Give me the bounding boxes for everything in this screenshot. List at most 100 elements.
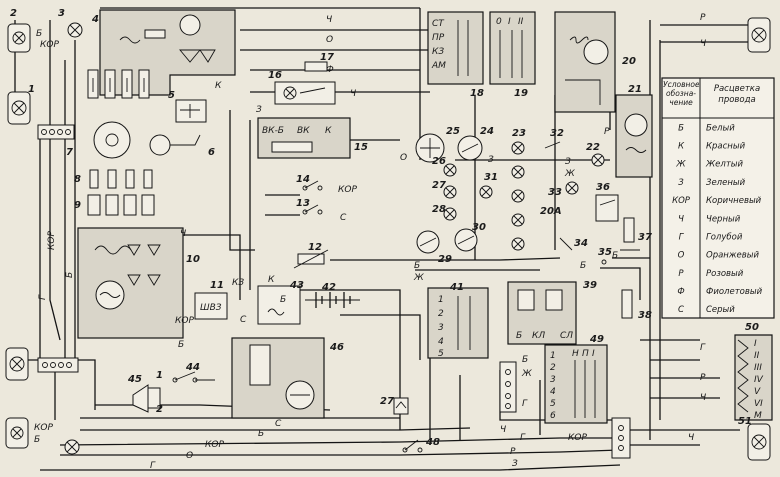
wire-label: КОР [205,440,224,450]
wire-label: Б [522,355,528,365]
wire-label: Б [258,429,264,439]
lamp-33: 33 [548,181,579,198]
relay-39: Б КЛ СЛ 39 [507,280,597,345]
wire-label: О [400,153,407,163]
b49-2: 2 [550,363,556,373]
svg-text:2: 2 [10,8,17,19]
legend-header-code: Условное обозна-чение [663,80,699,107]
svg-text:15: 15 [354,142,368,153]
b50-III: III [754,363,762,373]
svg-text:1: 1 [156,370,163,381]
svg-text:33: 33 [548,187,562,198]
block-41: 1 2 3 4 5 41 [427,282,489,359]
svg-text:46: 46 [329,342,344,353]
svg-text:5: 5 [168,90,175,101]
legend-header-color: Расцветка провода [713,84,761,105]
wire-label: С [340,213,347,223]
wire-label: КОР [34,423,53,433]
sensor-12: 12 [293,242,329,269]
svg-text:18: 18 [470,88,484,99]
svg-text:30: 30 [472,222,486,233]
gauge-24: 24 [457,126,494,161]
b49-5: 5 [550,399,556,409]
relay43-t1: КЗ [232,278,244,288]
sw19-pos0: 0 [496,17,502,27]
legend-color: Красный [706,142,746,152]
b49-3: 3 [550,375,556,385]
svg-text:2: 2 [156,404,163,415]
relay15-t2: ВК [297,126,310,136]
wire-label: Б [65,272,75,278]
svg-text:37: 37 [638,232,652,243]
wire-label: Б [580,261,586,271]
svg-text:4: 4 [91,14,99,25]
b49-1: 1 [550,351,556,361]
svg-text:27: 27 [380,396,394,407]
svg-text:8: 8 [74,174,81,185]
wire-label: Б [612,251,618,261]
wire-label: Б [414,261,420,271]
wire-label: К [215,81,222,91]
lamp-right-51: 51 [738,416,771,461]
horn-45: 45 1 2 [127,370,163,415]
wire-label: Ф [326,65,334,75]
svg-text:39: 39 [583,280,597,291]
wire-label: Ч [350,89,356,99]
b41-2: 2 [438,309,444,319]
wiper-motor-20: 20 [554,11,636,113]
b41-3: 3 [438,323,444,333]
b49-6: 6 [550,411,556,421]
svg-text:25: 25 [446,126,460,137]
svg-text:14: 14 [296,174,310,185]
wire-label: Ч [500,425,506,435]
relay18-t4: АМ [431,61,446,71]
legend-code: К [678,142,685,152]
fuse-box-11: ШВЗ 11 КОР Б [175,280,228,350]
wire-label: Г [522,399,528,409]
generator-10: 10 Ч [77,227,200,339]
legend-code: Ч [678,214,684,224]
legend-code: Г [679,232,685,242]
svg-text:19: 19 [514,88,528,99]
switch-48: 48 [402,437,440,453]
wire-label: Г [700,343,706,353]
wire-label: Ж [413,273,424,283]
wire-label: О [186,451,193,461]
tail-lamp-left [5,347,29,381]
svg-text:20: 20 [622,56,636,67]
fuse-27: 27 [380,396,409,415]
legend-color: Желтый [705,160,743,170]
wire-label: З [256,105,262,115]
misc-labels: 20А Ч О Ф Ч О З З Ж Б Б Б Ж З С Б КОР О … [150,15,706,471]
b41-5: 5 [438,349,444,359]
b50-V: V [754,387,761,397]
lamp-right-top: Р Ч [700,13,771,53]
wire-label: КОР [568,433,587,443]
connector-right-bottom [611,417,631,459]
warning-lamps-23: 23 [511,128,526,251]
b50-M: М [754,411,762,421]
svg-text:7: 7 [66,147,73,158]
svg-text:13: 13 [296,198,310,209]
sensor-38: 38 [621,289,652,321]
wire-label: КОР [175,316,194,326]
wire-label: Г [520,433,526,443]
wire-label: Б [178,340,184,350]
legend-color: Коричневый [706,196,762,206]
svg-text:10: 10 [186,254,200,265]
b50-II: II [754,351,760,361]
gauges-29-30: 29 30 [416,222,486,265]
wire-label: Ж [521,369,532,379]
wire-label: Р [510,447,516,457]
legend-color: Голубой [706,232,743,242]
svg-text:50: 50 [745,322,759,333]
legend-color: Черный [706,214,741,224]
legend-color: Фиолетовый [706,287,763,297]
connector-40: Б Ж Г КОР [499,355,587,443]
wire-label: Ж [564,169,575,179]
switch-block-50: I II III IV V VI М 50 [734,322,773,421]
relay43-t3: Б [280,295,286,305]
